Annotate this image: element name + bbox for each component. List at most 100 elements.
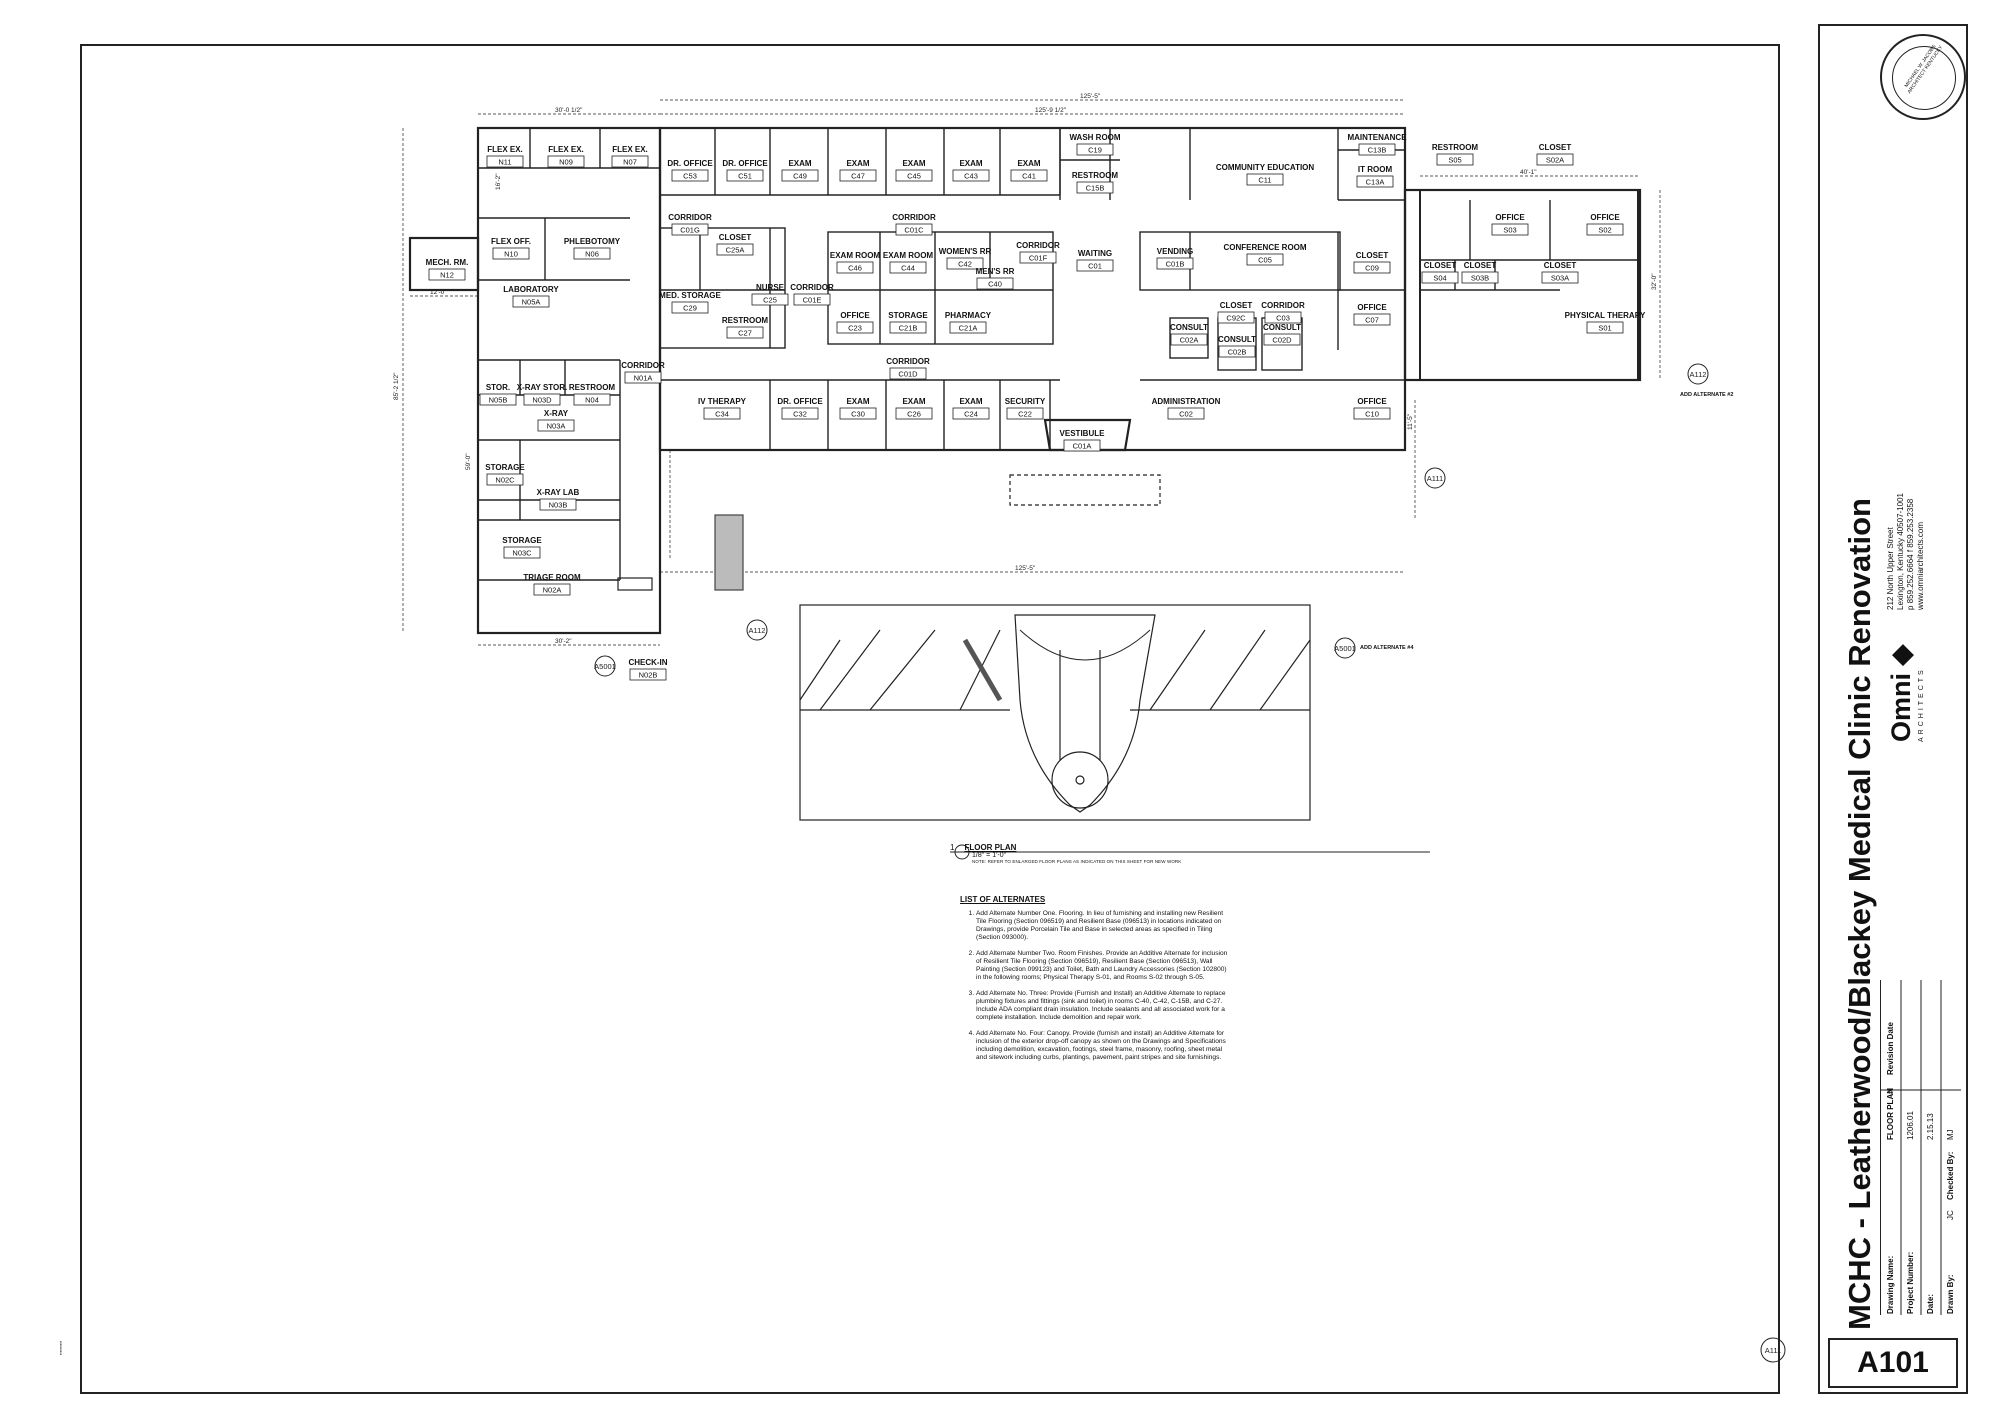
room-number-box bbox=[1536, 153, 1574, 166]
room-number: C26 bbox=[907, 410, 921, 419]
room-name: EXAM bbox=[902, 397, 925, 406]
room-number: N02B bbox=[639, 671, 658, 680]
room-number: N03C bbox=[512, 549, 532, 558]
room-number: C05 bbox=[1258, 256, 1272, 265]
room-name: EXAM bbox=[959, 397, 982, 406]
room-number: N06 bbox=[585, 250, 599, 259]
room-number-box bbox=[611, 155, 649, 168]
floor-plan-scale: 1/8" = 1'-0" bbox=[972, 852, 1007, 859]
dim-top-overall: 125'-5" bbox=[1080, 93, 1101, 100]
room-number-box bbox=[1167, 407, 1205, 420]
room-name: X-RAY STOR. bbox=[517, 383, 568, 392]
date-value: 2.15.13 bbox=[1926, 1113, 1935, 1140]
room-number-box bbox=[839, 169, 877, 182]
room-name: FLEX EX. bbox=[487, 145, 523, 154]
address-line-1: 212 North Upper Street bbox=[1886, 527, 1895, 610]
room-number-box bbox=[1006, 407, 1044, 420]
room-tag: CORRIDOR C01C bbox=[892, 213, 936, 236]
room-number: C01 bbox=[1088, 262, 1102, 271]
room-number-box bbox=[976, 277, 1014, 290]
room-number: C01C bbox=[904, 226, 924, 235]
room-tag: EXAM ROOM C44 bbox=[883, 251, 934, 274]
floor-plan-tag: 1 bbox=[950, 843, 955, 852]
alternate-item: Add Alternate No. Four: Canopy. Provide … bbox=[976, 1030, 1230, 1062]
dim-left: 85'-2 1/2" bbox=[393, 372, 400, 400]
alternate-item: Add Alternate Number One. Flooring. In l… bbox=[976, 910, 1230, 942]
room-tag: MECH. RM.N12 bbox=[426, 258, 468, 281]
drawn-by-label: Drawn By: bbox=[1946, 1274, 1955, 1314]
room-name: EXAM bbox=[788, 159, 811, 168]
room-name: LABORATORY bbox=[503, 285, 559, 294]
room-name: CORRIDOR bbox=[668, 213, 712, 222]
room-number: N01A bbox=[634, 374, 653, 383]
room-number: C01F bbox=[1029, 254, 1048, 263]
room-name: MED. STORAGE bbox=[659, 291, 721, 300]
room-number: C01G bbox=[680, 226, 700, 235]
room-number-box bbox=[1076, 259, 1114, 272]
room-name: VESTIBULE bbox=[1060, 429, 1106, 438]
room-number: S05 bbox=[1448, 156, 1461, 165]
sheet-number: A101 bbox=[1828, 1338, 1958, 1388]
room-number: C32 bbox=[793, 410, 807, 419]
floor-plan-note: NOTE: REFER TO ENLARGED FLOOR PLANS AS I… bbox=[972, 859, 1182, 864]
drawing-name: FLOOR PLAN bbox=[1886, 1088, 1895, 1140]
room-name: CORRIDOR bbox=[886, 357, 930, 366]
room-name: CORRIDOR bbox=[621, 361, 665, 370]
section-ref-3: A112 bbox=[1690, 370, 1707, 379]
room-name: CORRIDOR bbox=[892, 213, 936, 222]
firm-sub: ARCHITECTS bbox=[1918, 667, 1925, 742]
project-title: MCHC - Leatherwood/Blackey Medical Clini… bbox=[1842, 498, 1877, 1330]
room-name: OFFICE bbox=[1357, 303, 1387, 312]
room-name: STORAGE bbox=[888, 311, 928, 320]
room-number: C09 bbox=[1365, 264, 1379, 273]
room-name: OFFICE bbox=[1357, 397, 1387, 406]
room-name: CONSULT bbox=[1218, 335, 1256, 344]
room-name: CLOSET bbox=[1424, 261, 1457, 270]
room-number-box bbox=[1263, 333, 1301, 346]
room-name: OFFICE bbox=[840, 311, 870, 320]
room-number-box bbox=[1461, 271, 1499, 284]
room-number-box bbox=[537, 419, 575, 432]
room-number-box bbox=[1586, 223, 1624, 236]
room-tag: CORRIDOR N01A bbox=[621, 361, 665, 384]
room-name: EXAM ROOM bbox=[883, 251, 934, 260]
add-alternate-2-tag: ADD ALTERNATE #2 bbox=[1680, 392, 1734, 398]
room-name: STORAGE bbox=[485, 463, 525, 472]
room-number-box bbox=[952, 169, 990, 182]
room-number-box bbox=[895, 169, 933, 182]
room-name: PHLEBOTOMY bbox=[564, 237, 621, 246]
room-number-box bbox=[889, 321, 927, 334]
room-name: WASH ROOM bbox=[1069, 133, 1120, 142]
add-alternate-4-tag: ADD ALTERNATE #4 bbox=[1360, 645, 1414, 651]
room-name: CLOSET bbox=[719, 233, 752, 242]
margin-stamp-icon: ▪▪▪▪▪▪▪▪▪▪ bbox=[58, 1340, 63, 1355]
room-number: N11 bbox=[498, 158, 511, 167]
room-number-box bbox=[1170, 333, 1208, 346]
room-number-box bbox=[629, 668, 667, 681]
dim-n-wing: 59'-0" bbox=[465, 453, 472, 470]
alternates-heading: LIST OF ALTERNATES bbox=[960, 895, 1046, 904]
room-number: N09 bbox=[559, 158, 573, 167]
room-number: C44 bbox=[901, 264, 915, 273]
room-tag: FLEX OFF.N10 bbox=[491, 237, 531, 260]
room-number: N02A bbox=[543, 586, 562, 595]
room-name: OFFICE bbox=[1495, 213, 1525, 222]
room-number: C22 bbox=[1018, 410, 1032, 419]
room-number: C40 bbox=[988, 280, 1002, 289]
room-name: EXAM bbox=[1017, 159, 1040, 168]
room-number-box bbox=[1010, 169, 1048, 182]
